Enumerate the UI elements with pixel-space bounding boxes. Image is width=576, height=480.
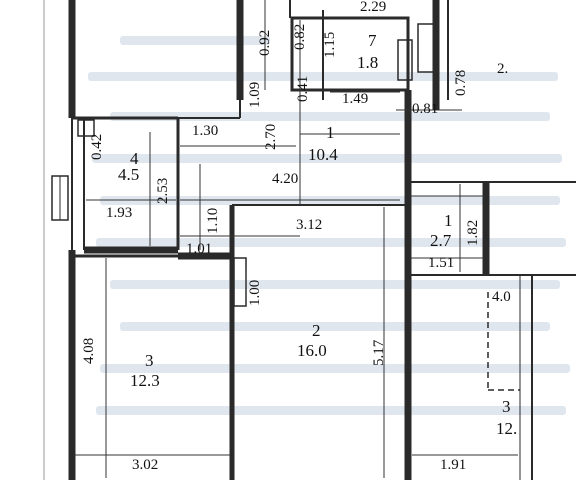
- dimension-label: 0.92: [257, 29, 273, 56]
- dimension-label: 3.12: [296, 217, 323, 233]
- room-number-3: 3: [145, 351, 154, 370]
- dimension-label: 0.78: [453, 69, 469, 96]
- dimension-label: 1.00: [247, 279, 263, 306]
- dimension-label: 1.51: [428, 255, 455, 271]
- room-area-2: 16.0: [297, 341, 327, 360]
- dimension-label: 1.09: [247, 81, 263, 108]
- dimension-label: 1.49: [342, 91, 369, 107]
- dimension-label: 1.15: [322, 31, 338, 58]
- dimension-label: 2.70: [263, 123, 279, 150]
- room-area-1: 10.4: [308, 145, 338, 164]
- room-area-3-right: 12.: [496, 419, 518, 438]
- dimension-label: 0.82: [292, 23, 308, 50]
- room-number-2: 2: [312, 321, 321, 340]
- dimension-label: 4.20: [272, 171, 299, 187]
- dimension-label: 2.29: [360, 0, 387, 15]
- room-area-7: 1.8: [357, 53, 379, 72]
- dimension-label: 1.01: [186, 241, 213, 257]
- room-number-7: 7: [368, 31, 377, 50]
- dimension-label: 3.02: [132, 457, 159, 473]
- room-area-3: 12.3: [130, 371, 160, 390]
- dimension-label: 1.10: [205, 207, 221, 234]
- dimension-label: 1.82: [465, 219, 481, 246]
- room-number-3-right: 3: [502, 397, 511, 416]
- dimension-label: 0.41: [295, 75, 311, 102]
- dimension-label: 1.91: [440, 457, 467, 473]
- wall: [290, 16, 410, 92]
- dimension-label: 1.93: [106, 205, 133, 221]
- room-area-4: 4.5: [118, 165, 140, 184]
- room-number-4: 4: [130, 149, 139, 168]
- room-area-1-right: 2.7: [430, 231, 452, 250]
- dimension-label: 0.42: [89, 133, 105, 160]
- dimension-label: 5.17: [371, 339, 387, 366]
- dimension-label: 4.08: [81, 337, 97, 364]
- dimension-label: 1.30: [192, 123, 219, 139]
- room-number-1-right: 1: [444, 211, 453, 230]
- dimension-label: 2.: [497, 61, 509, 77]
- dimension-label: 0.81: [412, 101, 439, 117]
- dimension-label: 4.0: [492, 289, 511, 305]
- door: [233, 257, 247, 307]
- dimension-label: 2.53: [155, 177, 171, 204]
- fixture: [77, 119, 95, 137]
- door: [397, 39, 413, 81]
- room-number-1: 1: [326, 123, 335, 142]
